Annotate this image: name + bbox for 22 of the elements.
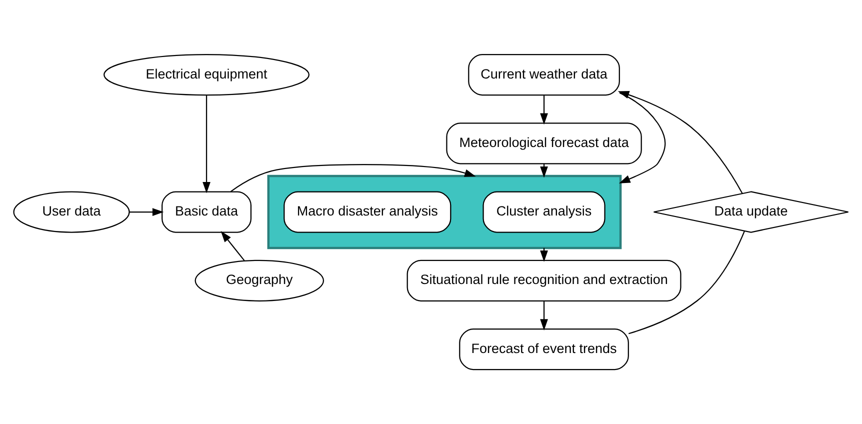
- cluster: [267, 174, 622, 250]
- arrow: [202, 95, 210, 194]
- arrow: [540, 300, 548, 330]
- node-ellipse: User data: [13, 191, 130, 233]
- node-ellipse: Electrical equipment: [104, 54, 310, 96]
- arrow: [618, 90, 743, 194]
- arrow: [540, 164, 548, 178]
- arrow: [618, 92, 666, 184]
- connector: [628, 230, 746, 334]
- node-diamond: Data update: [653, 191, 849, 233]
- node-box: Cluster analysis: [482, 191, 606, 233]
- node-box: Macro disaster analysis: [284, 191, 452, 233]
- arrow: [130, 208, 164, 216]
- node-box: Meteorological forecast data: [446, 122, 642, 164]
- arrow: [230, 164, 476, 192]
- arrow: [540, 95, 548, 125]
- node-box: Current weather data: [468, 54, 620, 96]
- arrow: [220, 231, 245, 261]
- node-ellipse: Geography: [194, 260, 324, 302]
- node-box: Situational rule recognition and extraction: [406, 260, 682, 302]
- node-box: Basic data: [162, 191, 252, 233]
- node-box: Forecast of event trends: [459, 328, 629, 370]
